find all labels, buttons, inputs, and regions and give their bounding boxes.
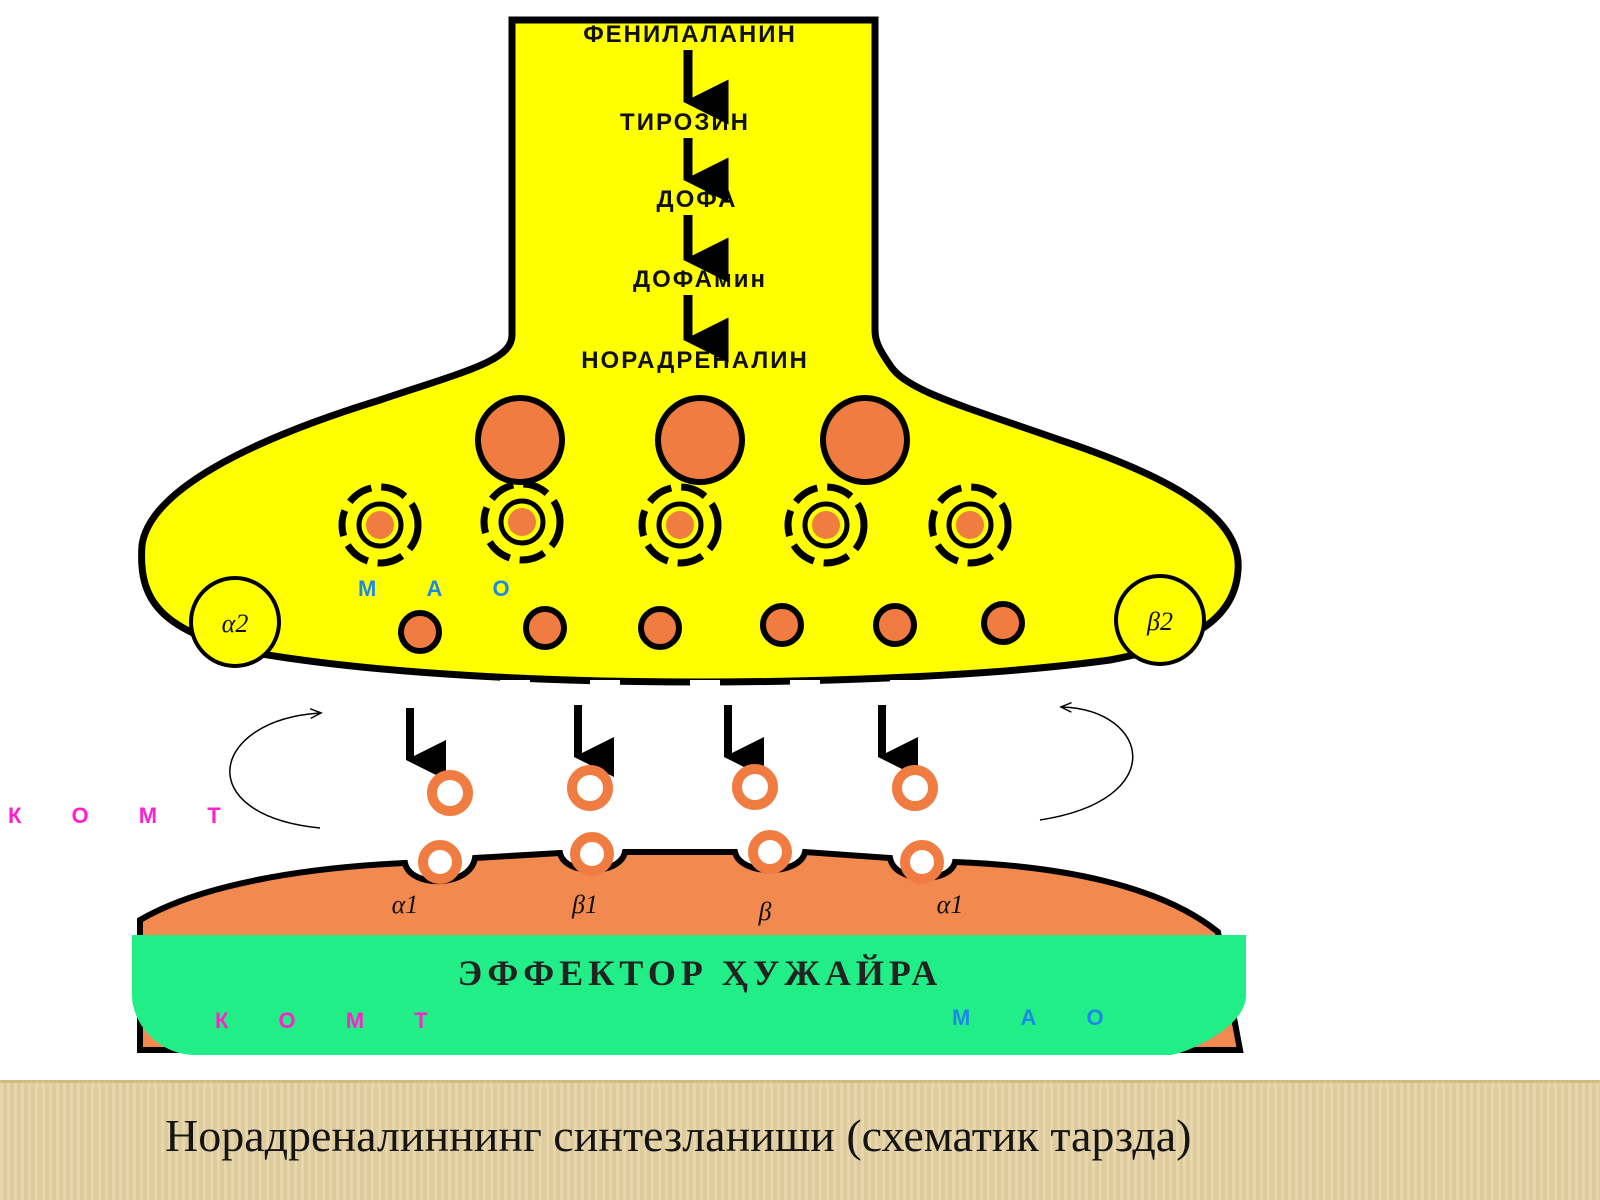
postsynaptic-receptor-4: α1 xyxy=(937,890,964,919)
release-arrows xyxy=(406,705,918,780)
comt-cleft-label: К О М Т xyxy=(8,803,243,828)
large-vesicles xyxy=(475,395,910,485)
small-vesicles xyxy=(398,601,1025,654)
effector-cell-body xyxy=(132,935,1246,1055)
bound-noradrenaline xyxy=(418,830,944,884)
reuptake-arrow-right xyxy=(1039,707,1134,821)
release-sites xyxy=(405,680,920,690)
svg-text:β2: β2 xyxy=(1146,607,1173,636)
mao-effector-label: М А О xyxy=(952,1005,1126,1030)
reuptake-arrow-left xyxy=(229,713,320,829)
pathway-step-dopa: ДОФА xyxy=(657,186,738,213)
pathway-step-tyrosine: ТИРОЗИН xyxy=(620,109,750,136)
svg-text:α2: α2 xyxy=(222,609,249,638)
pathway-step-noradrenaline: НОРАДРЕНАЛИН xyxy=(581,347,809,374)
presynaptic-receptor-beta2: β2 xyxy=(1114,574,1206,666)
postsynaptic-receptor-1: α1 xyxy=(392,890,419,919)
presynaptic-receptor-alpha2: α2 xyxy=(189,576,281,668)
mao-presynaptic-label: М А О xyxy=(358,576,532,601)
slide-caption: Норадреналиннинг синтезланиши (схематик … xyxy=(165,1110,1192,1161)
released-noradrenaline xyxy=(427,764,938,816)
effector-cell-label: ЭФФЕКТОР ҲУЖАЙРА xyxy=(458,953,942,993)
postsynaptic-receptor-2: β1 xyxy=(571,890,598,919)
pathway-step-dopamine: ДОФАмин xyxy=(633,266,767,293)
caption-bar: Норадреналиннинг синтезланиши (схематик … xyxy=(0,1080,1600,1200)
storage-vesicles xyxy=(338,480,1012,567)
postsynaptic-receptor-3: β xyxy=(758,897,772,926)
noradrenaline-synapse-diagram: ФЕНИЛАЛАНИН ТИРОЗИН ДОФА ДОФАмин НОРАДРЕ… xyxy=(8,16,1246,1055)
pathway-step-phenylalanine: ФЕНИЛАЛАНИН xyxy=(583,21,797,48)
comt-effector-label: К О М Т xyxy=(215,1008,450,1033)
